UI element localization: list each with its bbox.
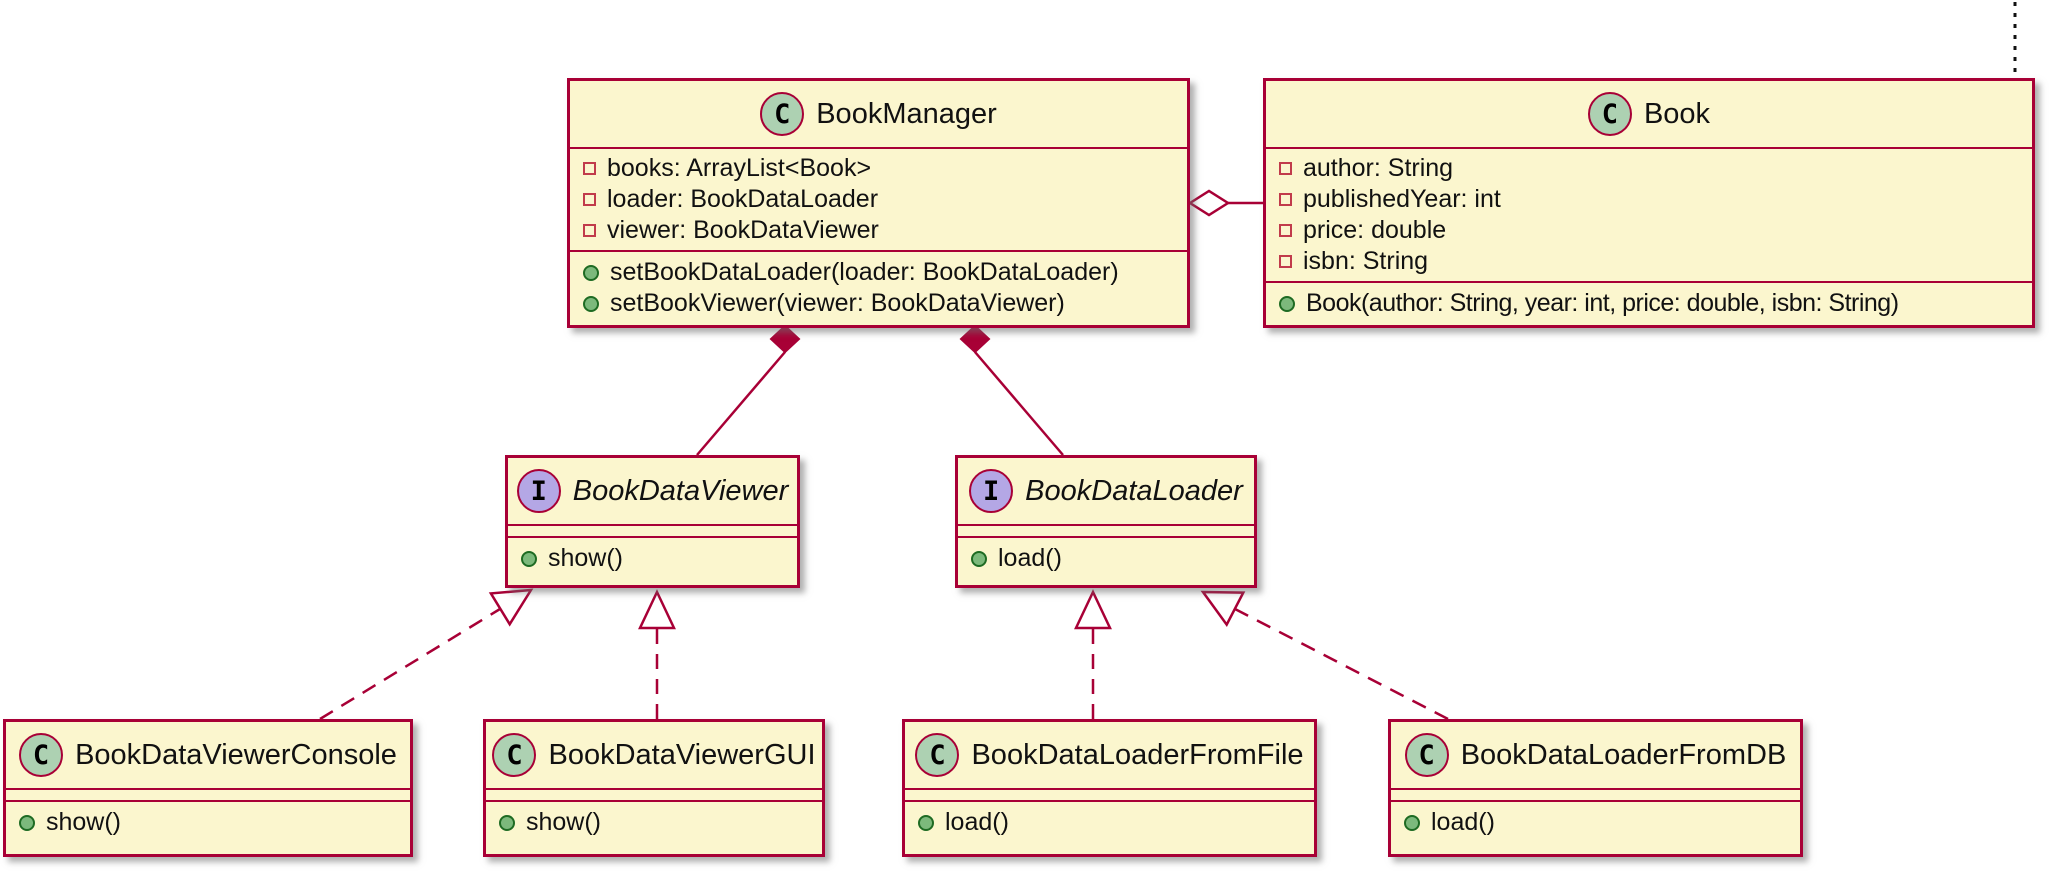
methods-section: show() bbox=[486, 800, 822, 854]
class-title: C BookDataLoaderFromDB bbox=[1391, 722, 1800, 788]
attributes-section bbox=[905, 788, 1314, 800]
attribute: books: ArrayList<Book> bbox=[570, 153, 1187, 184]
class-title: C BookDataViewerGUI bbox=[486, 722, 822, 788]
class-name: BookManager bbox=[816, 97, 997, 130]
private-field-icon bbox=[1279, 255, 1292, 268]
public-method-icon bbox=[583, 295, 599, 312]
private-field-icon bbox=[1279, 224, 1292, 237]
attributes-section bbox=[1391, 788, 1800, 800]
composition-bookmanager-bookdataviewer bbox=[696, 324, 801, 456]
private-field-icon bbox=[1279, 193, 1292, 206]
realization-triangle-icon bbox=[1200, 590, 1246, 627]
methods-section: show() bbox=[508, 536, 797, 585]
attribute: viewer: BookDataViewer bbox=[570, 215, 1187, 246]
public-method-icon bbox=[918, 814, 934, 831]
class-title: C Book bbox=[1266, 81, 2032, 147]
class-stereotype-icon: C bbox=[1404, 733, 1449, 777]
methods-section: setBookDataLoader(loader: BookDataLoader… bbox=[570, 250, 1187, 325]
public-method-icon bbox=[1404, 814, 1420, 831]
private-field-icon bbox=[583, 193, 596, 206]
class-bookdataloaderfromdb: C BookDataLoaderFromDB load() bbox=[1388, 719, 1803, 857]
private-field-icon bbox=[1279, 162, 1292, 175]
attribute: author: String bbox=[1266, 153, 2032, 184]
public-method-icon bbox=[971, 550, 987, 567]
methods-section: load() bbox=[905, 800, 1314, 854]
interface-bookdataviewer: I BookDataViewer show() bbox=[505, 455, 800, 588]
class-bookdataviewerconsole: C BookDataViewerConsole show() bbox=[3, 719, 413, 857]
realization-triangle-icon bbox=[638, 589, 676, 630]
realization-triangle-icon bbox=[1074, 589, 1112, 630]
realization-triangle-icon bbox=[488, 588, 534, 627]
class-name: BookDataViewerConsole bbox=[75, 738, 397, 771]
class-title: C BookDataViewerConsole bbox=[6, 722, 410, 788]
class-bookmanager: C BookManager books: ArrayList<Book> loa… bbox=[567, 78, 1190, 328]
class-book: C Book author: String publishedYear: int… bbox=[1263, 78, 2035, 328]
attributes-section bbox=[486, 788, 822, 800]
public-method-icon bbox=[583, 264, 599, 281]
class-bookdataloaderfromfile: C BookDataLoaderFromFile load() bbox=[902, 719, 1317, 857]
public-method-icon bbox=[19, 814, 35, 831]
interface-stereotype-icon: I bbox=[516, 469, 561, 513]
method: Book(author: String, year: int, price: d… bbox=[1266, 288, 2032, 319]
aggregation-bookmanager-book bbox=[1187, 189, 1263, 217]
public-method-icon bbox=[1279, 295, 1295, 312]
realization-console-viewer bbox=[319, 588, 534, 721]
attributes-section bbox=[958, 524, 1254, 536]
method: show() bbox=[6, 807, 410, 838]
method: load() bbox=[1391, 807, 1800, 838]
method: load() bbox=[905, 807, 1314, 838]
method: setBookDataLoader(loader: BookDataLoader… bbox=[570, 257, 1187, 288]
class-name: BookDataLoaderFromFile bbox=[971, 738, 1304, 771]
realization-gui-viewer bbox=[638, 589, 676, 719]
method: show() bbox=[486, 807, 822, 838]
realization-fromdb-loader bbox=[1200, 590, 1449, 721]
attribute: loader: BookDataLoader bbox=[570, 184, 1187, 215]
attribute: isbn: String bbox=[1266, 246, 2032, 277]
attributes-section bbox=[508, 524, 797, 536]
aggregation-diamond-icon bbox=[1187, 189, 1231, 217]
class-title: C BookManager bbox=[570, 81, 1187, 147]
attributes-section: books: ArrayList<Book> loader: BookDataL… bbox=[570, 147, 1187, 250]
interface-stereotype-icon: I bbox=[969, 469, 1014, 513]
methods-section: load() bbox=[1391, 800, 1800, 854]
private-field-icon bbox=[583, 162, 596, 175]
interface-name: BookDataLoader bbox=[1025, 474, 1243, 507]
realization-fromfile-loader bbox=[1074, 589, 1112, 719]
class-stereotype-icon: C bbox=[915, 733, 960, 777]
class-stereotype-icon: C bbox=[19, 733, 64, 777]
methods-section: show() bbox=[6, 800, 410, 854]
interface-title: I BookDataLoader bbox=[958, 458, 1254, 524]
interface-bookdataloader: I BookDataLoader load() bbox=[955, 455, 1257, 588]
interface-title: I BookDataViewer bbox=[508, 458, 797, 524]
class-name: BookDataLoaderFromDB bbox=[1460, 738, 1787, 771]
method: setBookViewer(viewer: BookDataViewer) bbox=[570, 288, 1187, 319]
interface-name: BookDataViewer bbox=[572, 474, 789, 507]
class-name: BookDataViewerGUI bbox=[548, 738, 816, 771]
composition-bookmanager-bookdataloader bbox=[959, 324, 1064, 456]
class-title: C BookDataLoaderFromFile bbox=[905, 722, 1314, 788]
private-field-icon bbox=[583, 224, 596, 237]
method: load() bbox=[958, 543, 1254, 574]
method: show() bbox=[508, 543, 797, 574]
public-method-icon bbox=[499, 814, 515, 831]
attribute: publishedYear: int bbox=[1266, 184, 2032, 215]
class-stereotype-icon: C bbox=[492, 733, 537, 777]
attributes-section bbox=[6, 788, 410, 800]
class-name: Book bbox=[1643, 97, 1711, 130]
composition-diamond-icon bbox=[769, 324, 801, 354]
attributes-section: author: String publishedYear: int price:… bbox=[1266, 147, 2032, 281]
composition-diamond-icon bbox=[959, 324, 991, 354]
class-bookdataviewergui: C BookDataViewerGUI show() bbox=[483, 719, 825, 857]
methods-section: Book(author: String, year: int, price: d… bbox=[1266, 281, 2032, 325]
attribute: price: double bbox=[1266, 215, 2032, 246]
public-method-icon bbox=[521, 550, 537, 567]
class-stereotype-icon: C bbox=[1587, 92, 1632, 136]
class-stereotype-icon: C bbox=[760, 92, 805, 136]
methods-section: load() bbox=[958, 536, 1254, 585]
